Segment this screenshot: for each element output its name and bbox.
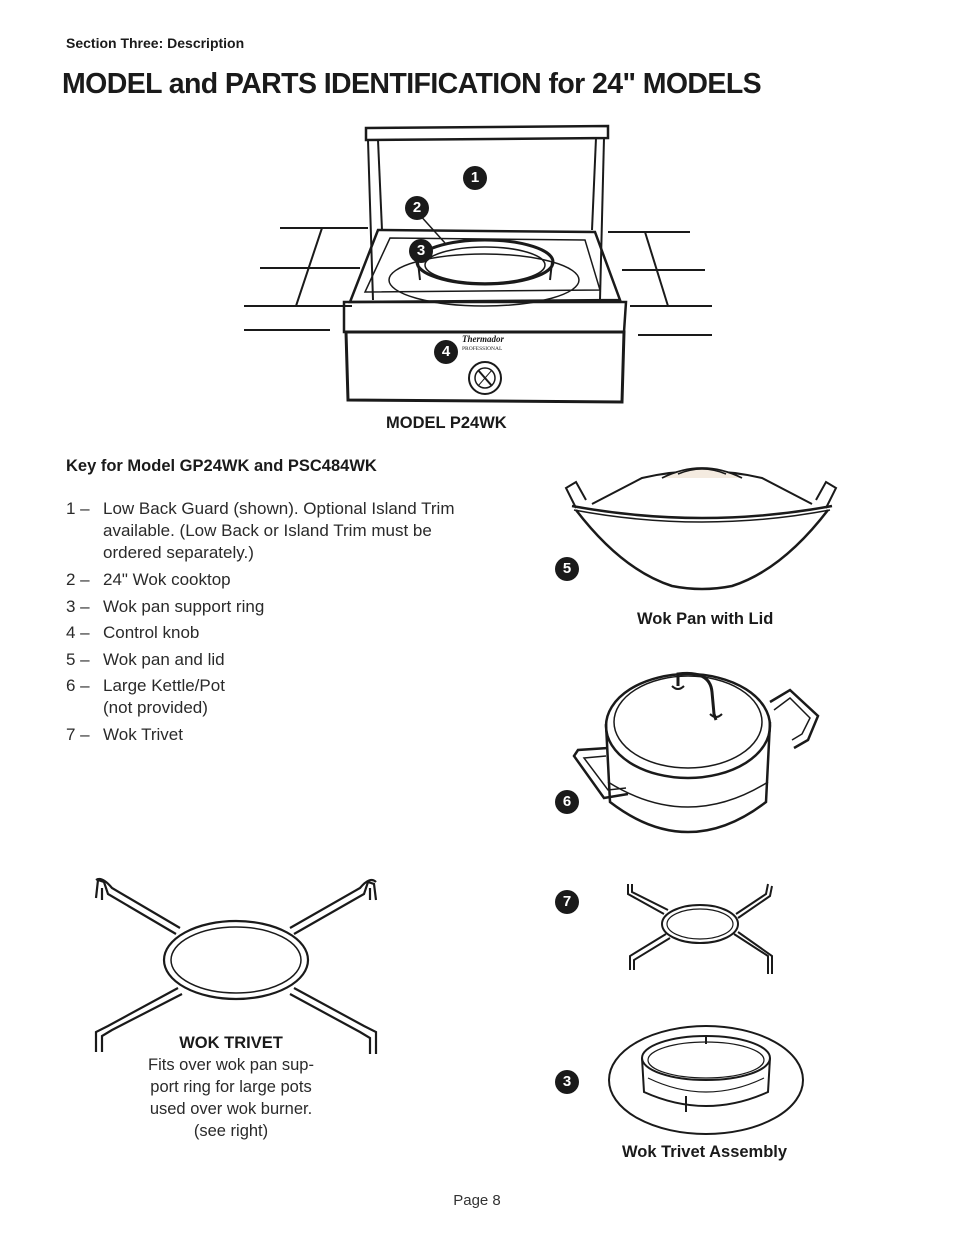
key-item: 6 –Large Kettle/Pot (not provided) bbox=[66, 676, 225, 717]
trivet-assembly-illustration bbox=[606, 1022, 806, 1137]
trivet-title: WOK TRIVET bbox=[179, 1034, 283, 1052]
callout-1: 1 bbox=[463, 166, 487, 190]
key-item: 7 –Wok Trivet bbox=[66, 724, 183, 744]
small-trivet-illustration bbox=[618, 878, 778, 978]
callout-2: 2 bbox=[405, 196, 429, 220]
key-item: 3 –Wok pan support ring bbox=[66, 596, 265, 616]
callout-3: 3 bbox=[409, 239, 433, 263]
key-item: 5 –Wok pan and lid bbox=[66, 649, 225, 669]
brand-logo: Thermador bbox=[462, 334, 505, 344]
key-item: 2 –24" Wok cooktop bbox=[66, 570, 231, 589]
key-list: 1 –Low Back Guard (shown). Optional Isla… bbox=[66, 498, 506, 750]
page-title: MODEL and PARTS IDENTIFICATION for 24" M… bbox=[62, 68, 762, 100]
callout-4: 4 bbox=[434, 340, 458, 364]
kettle-pot-illustration bbox=[570, 662, 830, 852]
callout-3-assembly: 3 bbox=[555, 1070, 579, 1094]
key-item: 4 –Control knob bbox=[66, 623, 200, 642]
callout-7: 7 bbox=[555, 890, 579, 914]
model-caption: MODEL P24WK bbox=[386, 414, 507, 432]
trivet-line: (see right) bbox=[193, 1122, 269, 1140]
callout-5: 5 bbox=[555, 557, 579, 581]
cooktop-illustration: Thermador PROFESSIONAL bbox=[240, 120, 720, 410]
trivet-description: WOK TRIVET Fits over wok pan sup- port r… bbox=[128, 1032, 334, 1142]
wok-caption: Wok Pan with Lid bbox=[637, 610, 774, 628]
wok-pan-illustration bbox=[562, 460, 842, 595]
key-title: Key for Model GP24WK and PSC484WK bbox=[66, 457, 377, 475]
assembly-caption: Wok Trivet Assembly bbox=[622, 1143, 788, 1161]
trivet-line: used over wok burner. bbox=[149, 1100, 313, 1118]
trivet-line: Fits over wok pan sup- bbox=[148, 1056, 314, 1074]
page-number: Page 8 bbox=[453, 1192, 501, 1209]
section-heading: Section Three: Description bbox=[66, 35, 245, 51]
key-item: 1 –Low Back Guard (shown). Optional Isla… bbox=[66, 499, 455, 562]
callout-6: 6 bbox=[555, 790, 579, 814]
trivet-line: port ring for large pots bbox=[150, 1078, 312, 1096]
brand-subtitle: PROFESSIONAL bbox=[462, 346, 503, 352]
large-trivet-illustration bbox=[88, 870, 388, 1060]
